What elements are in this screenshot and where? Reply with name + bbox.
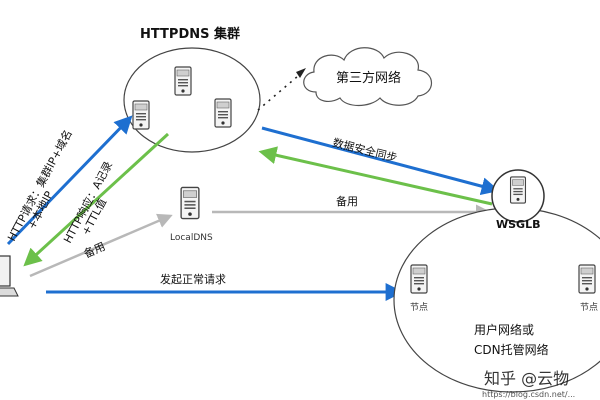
backup-client-label: 备用 <box>82 239 108 261</box>
node-server-icon <box>578 264 596 294</box>
http-request-arrow <box>6 115 133 246</box>
cluster-title: HTTPDNS 集群 <box>140 26 240 42</box>
wsglb: WSGLB <box>491 169 545 231</box>
cluster-to-cloud-dotted-line <box>257 75 299 111</box>
user-network-area: 节点 节点 用户网络或 CDN托管网络 <box>393 207 600 393</box>
client-to-localdns-arrow <box>29 213 173 278</box>
server-icon <box>214 98 232 128</box>
laptop-screen <box>0 255 11 287</box>
watermark: 知乎 @云物 https://blog.csdn.net/... <box>482 369 575 399</box>
sync-arrow-to-cluster <box>258 146 493 206</box>
cloud-shape <box>303 47 433 107</box>
laptop-base <box>0 287 19 297</box>
data-sync-label: 数据安全同步 <box>331 135 398 165</box>
localdns-label: LocalDNS <box>170 233 213 243</box>
node-right-label: 节点 <box>580 302 598 313</box>
http-response-arrow <box>23 132 170 267</box>
user-network-line2: CDN托管网络 <box>474 342 549 357</box>
wsglb-label: WSGLB <box>496 218 540 231</box>
cloud-arrow-icon <box>296 68 306 78</box>
localdns: LocalDNS <box>170 186 213 243</box>
third-party-label: 第三方网络 <box>336 70 401 86</box>
user-network-line1: 用户网络或 <box>474 322 534 337</box>
normal-request-label: 发起正常请求 <box>160 272 226 286</box>
watermark-sub: https://blog.csdn.net/... <box>482 390 575 399</box>
backup-localdns-label: 备用 <box>336 194 358 208</box>
client-laptop <box>0 255 19 297</box>
third-party-cloud: 第三方网络 <box>303 47 433 107</box>
node-left-label: 节点 <box>410 302 428 313</box>
localdns-server-icon <box>180 186 200 220</box>
cluster-ellipse <box>123 47 261 153</box>
server-icon <box>174 66 192 96</box>
wsglb-server-icon <box>509 176 527 204</box>
watermark-main: 知乎 @云物 <box>484 369 569 388</box>
node-server-icon <box>410 264 428 294</box>
httpdns-cluster: HTTPDNS 集群 <box>123 26 261 153</box>
server-icon <box>132 100 150 130</box>
sync-arrow-to-wsglb <box>261 126 500 196</box>
user-network-ellipse <box>393 207 600 393</box>
